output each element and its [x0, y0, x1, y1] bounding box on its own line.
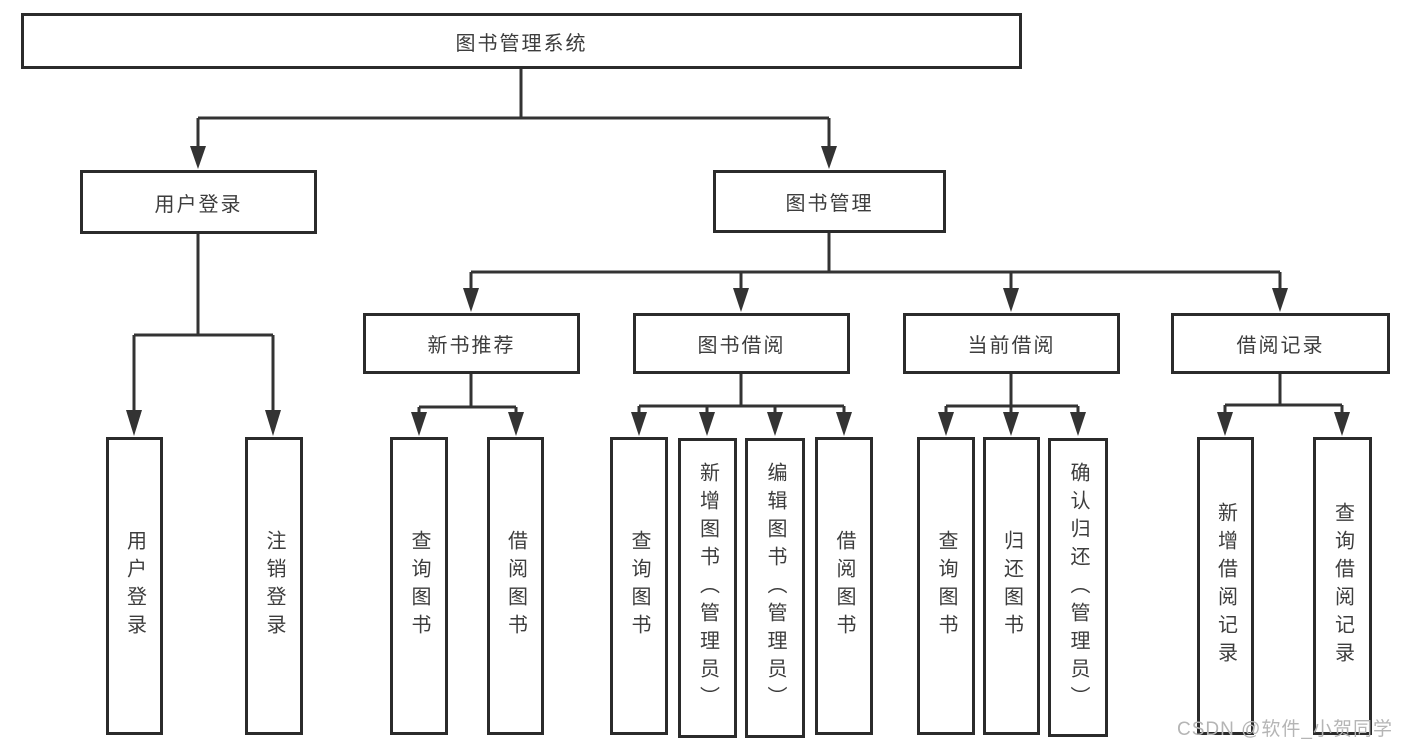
leaf-query-book-rec-label: 查询图书	[408, 530, 430, 642]
leaf-user-login-label: 用户登录	[123, 530, 146, 642]
leaf-add-borrow-record: 新增借阅记录	[1197, 437, 1254, 735]
node-book-borrow: 图书借阅	[633, 313, 850, 374]
leaf-return-book: 归还图书	[983, 437, 1040, 735]
node-book-mgmt: 图书管理	[713, 170, 946, 233]
leaf-logout-label: 注销登录	[263, 530, 285, 642]
node-current-borrow-label: 当前借阅	[967, 335, 1056, 357]
node-new-book-rec: 新书推荐	[363, 313, 580, 374]
leaf-query-book-rec: 查询图书	[390, 437, 448, 735]
leaf-query-book-borrow-label: 查询图书	[628, 530, 650, 642]
leaf-return-book-label: 归还图书	[1000, 530, 1023, 642]
leaf-query-borrow-record-label: 查询借阅记录	[1331, 502, 1354, 670]
leaf-confirm-return-admin: 确认归还（管理员）	[1048, 438, 1108, 737]
node-new-book-rec-label: 新书推荐	[427, 335, 516, 357]
arrowhead-group	[126, 146, 1350, 436]
node-user-login-label: 用户登录	[154, 193, 243, 216]
node-user-login: 用户登录	[80, 170, 317, 234]
node-borrow-records-label: 借阅记录	[1236, 335, 1325, 357]
leaf-confirm-return-admin-label: 确认归还（管理员）	[1067, 461, 1089, 714]
leaf-logout: 注销登录	[245, 437, 303, 735]
leaf-user-login: 用户登录	[106, 437, 163, 735]
node-borrow-records: 借阅记录	[1171, 313, 1390, 374]
leaf-query-book-borrow: 查询图书	[610, 437, 668, 735]
node-book-borrow-label: 图书借阅	[697, 335, 786, 357]
node-book-mgmt-label: 图书管理	[785, 193, 874, 215]
node-root-label: 图书管理系统	[455, 32, 588, 55]
leaf-borrow-book-rec: 借阅图书	[487, 437, 544, 735]
node-root: 图书管理系统	[21, 13, 1022, 69]
leaf-query-borrow-record: 查询借阅记录	[1313, 437, 1372, 735]
leaf-add-book-admin-label: 新增图书（管理员）	[696, 462, 719, 714]
leaf-borrow-book-rec-label: 借阅图书	[504, 530, 527, 642]
leaf-query-book-current-label: 查询图书	[935, 530, 957, 642]
node-current-borrow: 当前借阅	[903, 313, 1120, 374]
leaf-add-book-admin: 新增图书（管理员）	[678, 438, 737, 738]
leaf-borrow-book-borrow-label: 借阅图书	[833, 530, 855, 642]
watermark-csdn: CSDN @软件_小贺同学	[1177, 719, 1393, 740]
leaf-edit-book-admin-label: 编辑图书（管理员）	[764, 462, 786, 714]
leaf-edit-book-admin: 编辑图书（管理员）	[745, 438, 805, 738]
leaf-add-borrow-record-label: 新增借阅记录	[1214, 502, 1237, 670]
leaf-borrow-book-borrow: 借阅图书	[815, 437, 873, 735]
leaf-query-book-current: 查询图书	[917, 437, 975, 735]
